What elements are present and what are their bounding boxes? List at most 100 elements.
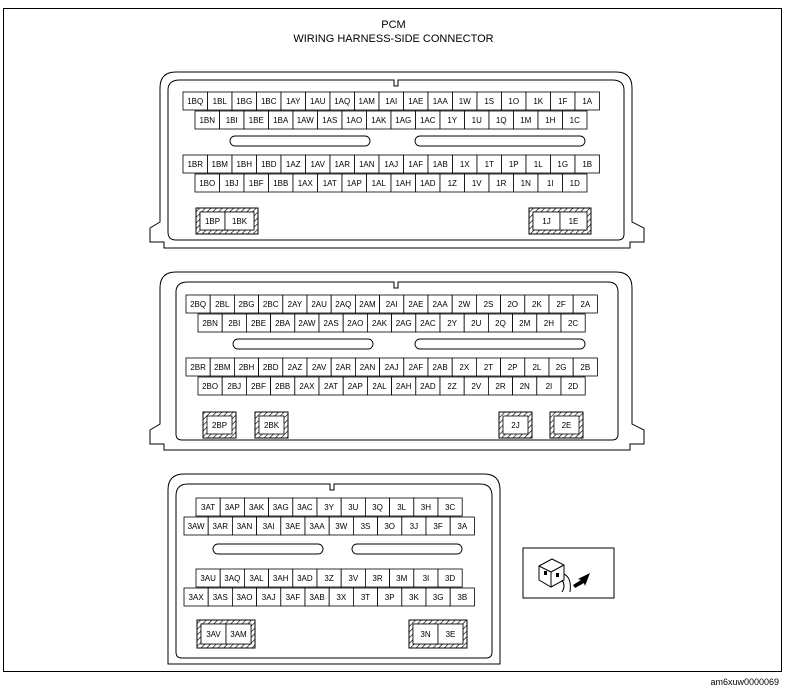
- pin-label: 2B: [580, 363, 590, 372]
- pin-label: 2BN: [202, 319, 218, 328]
- pin-label: 1BL: [213, 97, 228, 106]
- pin-label: 2AC: [420, 319, 436, 328]
- pin-cell: 1BB: [268, 173, 294, 193]
- pin-cell: 3AN: [231, 516, 257, 536]
- pin-cell: 1BG: [231, 91, 257, 111]
- pin-cell: 3R: [364, 568, 390, 588]
- pin-cell: 3AS: [207, 587, 233, 607]
- pin-cell: 1BI: [219, 110, 245, 130]
- pin-cell: 1G: [550, 154, 576, 174]
- pin-cell: 1AZ: [280, 154, 306, 174]
- pin-label: 2I: [546, 382, 553, 391]
- pin-cell: 1K: [525, 91, 551, 111]
- pin-cell: 2BR: [185, 357, 211, 377]
- pin-label: 2AK: [372, 319, 388, 328]
- pin-label: 1BP: [205, 217, 220, 226]
- pin-cell: 3E: [437, 623, 464, 645]
- pin-cell: 1AN: [354, 154, 380, 174]
- pin-cell: 2W: [451, 294, 477, 314]
- pin-label: 2BK: [264, 421, 280, 430]
- pin-label: 1AK: [371, 116, 387, 125]
- pin-cell: 2B: [572, 357, 598, 377]
- pin-label: 3AQ: [224, 574, 240, 583]
- pin-label: 1R: [496, 179, 506, 188]
- pin-label: 1V: [472, 179, 482, 188]
- pin-label: 2BA: [275, 319, 291, 328]
- pin-label: 3AF: [286, 593, 301, 602]
- pin-cell: 1V: [464, 173, 490, 193]
- pin-cell: 2AL: [366, 376, 392, 396]
- pin-label: 1AR: [334, 160, 350, 169]
- pin-label: 3R: [372, 574, 382, 583]
- pin-label: 1AB: [433, 160, 448, 169]
- pin-label: 2AQ: [335, 300, 351, 309]
- pin-label: 1AM: [359, 97, 376, 106]
- pin-label: 3D: [445, 574, 455, 583]
- pin-cell: 2BJ: [221, 376, 247, 396]
- diagram-frame: [3, 8, 782, 672]
- pin-label: 2AV: [312, 363, 327, 372]
- pin-cell: 2BC: [258, 294, 284, 314]
- pin-label: 2BF: [251, 382, 266, 391]
- pin-cell: 3AW: [183, 516, 209, 536]
- pin-cell: 1D: [562, 173, 588, 193]
- pin-label: 2W: [458, 300, 470, 309]
- pin-cell: 2O: [500, 294, 526, 314]
- pin-label: 2R: [495, 382, 505, 391]
- pin-cell: 1Y: [439, 110, 465, 130]
- diagram-title: PCM: [381, 19, 406, 31]
- pin-label: 2BM: [214, 363, 231, 372]
- pin-cell: 1BJ: [219, 173, 245, 193]
- pin-label: 1O: [508, 97, 519, 106]
- pin-label: 1BM: [212, 160, 229, 169]
- pin-cell: 2BQ: [185, 294, 211, 314]
- pin-label: 2AT: [324, 382, 338, 391]
- pin-label: 2J: [511, 421, 519, 430]
- pin-label: 3AP: [225, 503, 240, 512]
- pin-label: 1W: [459, 97, 471, 106]
- pin-label: 3AG: [273, 503, 289, 512]
- pin-cell-hatched: 2E: [549, 411, 584, 439]
- pin-label: 3Q: [372, 503, 383, 512]
- pin-label: 3AJ: [262, 593, 276, 602]
- pin-label: 1B: [582, 160, 592, 169]
- pin-label: 2AG: [396, 319, 412, 328]
- pin-cell: 2BI: [221, 313, 247, 333]
- pin-cell: 2L: [524, 357, 550, 377]
- pin-cell: 2BM: [209, 357, 235, 377]
- pin-label: 3O: [384, 522, 395, 531]
- pin-label: 2AW: [298, 319, 315, 328]
- pin-label: 2T: [484, 363, 493, 372]
- pin-cell: 3AM: [225, 623, 252, 645]
- pin-cell: 1BC: [256, 91, 282, 111]
- pin-label: 1AU: [310, 97, 326, 106]
- pin-label: 3AO: [236, 593, 252, 602]
- pin-cell: 3AB: [304, 587, 330, 607]
- pin-cell: 3B: [449, 587, 475, 607]
- pin-cell: 3Z: [316, 568, 342, 588]
- pin-label: 1BC: [261, 97, 277, 106]
- pin-cell: 1AU: [305, 91, 331, 111]
- pin-label: 1BQ: [187, 97, 203, 106]
- pin-label: 3AU: [200, 574, 216, 583]
- pin-cell: 2AY: [282, 294, 308, 314]
- pin-label: 3Y: [324, 503, 334, 512]
- pin-cell: 1AO: [341, 110, 367, 130]
- pin-cell: 1M: [513, 110, 539, 130]
- pin-label: 2V: [471, 382, 481, 391]
- pin-cell: 2D: [560, 376, 586, 396]
- pin-label: 1S: [484, 97, 494, 106]
- pin-cell: 3Y: [316, 497, 342, 517]
- pin-cell: 2BE: [245, 313, 271, 333]
- pin-label: 2AD: [420, 382, 436, 391]
- pin-cell: 2Y: [439, 313, 465, 333]
- pin-cell: 2K: [524, 294, 550, 314]
- pin-label: 1AD: [420, 179, 436, 188]
- pin-label: 3AR: [213, 522, 229, 531]
- pin-cell: 1AW: [292, 110, 318, 130]
- pin-label: 1AQ: [334, 97, 350, 106]
- pin-cell: 1AE: [403, 91, 429, 111]
- pin-label: 3U: [348, 503, 358, 512]
- pin-label: 2X: [459, 363, 469, 372]
